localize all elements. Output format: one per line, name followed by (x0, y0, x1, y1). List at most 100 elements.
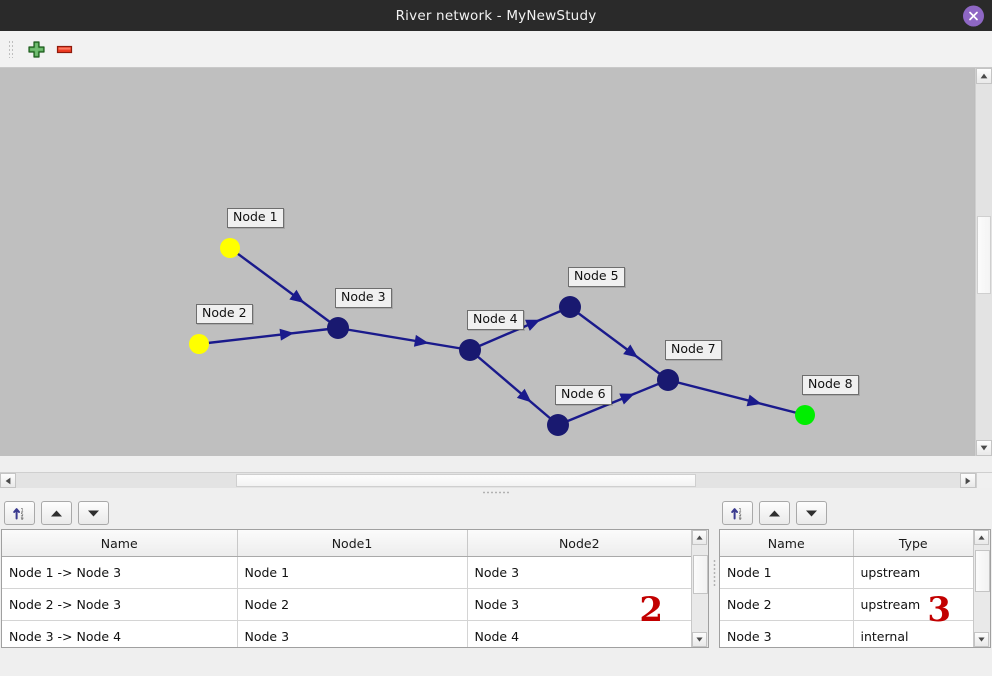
nodes-vscroll-track[interactable] (974, 545, 990, 632)
canvas-vscroll-thumb[interactable] (977, 215, 991, 295)
reaches-vscroll-track[interactable] (692, 545, 708, 632)
table-cell[interactable]: Node 1 (720, 556, 854, 589)
nodes-vertical-scrollbar[interactable] (973, 530, 990, 647)
graph-node-label-node-1[interactable]: Node 1 (227, 208, 284, 228)
graph-node-node-3[interactable] (327, 317, 349, 339)
edge-arrowhead-icon (619, 393, 635, 405)
svg-text:5: 5 (739, 512, 742, 518)
scroll-right-icon[interactable] (960, 473, 976, 488)
table-cell[interactable]: Node 1 -> Node 3 (2, 556, 238, 589)
canvas-hscroll-thumb[interactable] (236, 474, 696, 487)
table-cell[interactable]: Node 2 -> Node 3 (2, 588, 238, 621)
reaches-vscroll-thumb[interactable] (693, 555, 708, 594)
add-plus-icon[interactable] (22, 35, 50, 63)
canvas-vscroll-track[interactable] (976, 84, 992, 440)
table-cell[interactable]: Node 4 (467, 620, 691, 647)
svg-text:1: 1 (739, 507, 742, 513)
edge-arrowhead-icon (623, 344, 638, 358)
canvas-vertical-scrollbar[interactable] (975, 68, 992, 456)
graph-node-label-node-8[interactable]: Node 8 (802, 375, 859, 395)
reaches-vertical-scrollbar[interactable] (691, 530, 708, 647)
table-cell[interactable]: Node 3 (467, 588, 691, 621)
graph-node-label-node-4[interactable]: Node 4 (467, 310, 524, 330)
scroll-down-icon[interactable] (692, 632, 707, 647)
column-header-name[interactable]: Name (2, 530, 238, 557)
table-cell[interactable]: Node 3 (467, 556, 691, 589)
graph-node-node-1[interactable] (220, 238, 240, 258)
table-cell[interactable]: internal (853, 620, 973, 647)
title-bar: River network - MyNewStudy (0, 0, 992, 31)
graph-canvas-area: Node 1 Node 2 Node 3 Node 4 Node 5 Node 6 Node… (0, 68, 992, 472)
scroll-up-icon[interactable] (974, 530, 989, 545)
scroll-up-icon[interactable] (976, 68, 992, 84)
column-header-node2[interactable]: Node2 (467, 530, 691, 557)
column-header-type[interactable]: Type (853, 530, 973, 557)
horizontal-splitter[interactable] (0, 488, 992, 496)
table-cell[interactable]: Node 2 (237, 588, 468, 621)
column-header-node1[interactable]: Node1 (237, 530, 468, 557)
canvas-horizontal-scrollbar[interactable] (0, 472, 976, 488)
graph-node-label-node-7[interactable]: Node 7 (665, 340, 722, 360)
svg-text:9: 9 (21, 516, 24, 521)
graph-node-node-2[interactable] (189, 334, 209, 354)
svg-text:5: 5 (21, 512, 24, 518)
graph-node-node-7[interactable] (657, 369, 679, 391)
reaches-move-up-button[interactable] (41, 501, 72, 525)
table-cell[interactable]: Node 3 (720, 620, 854, 647)
graph-node-node-6[interactable] (547, 414, 569, 436)
reaches-move-down-button[interactable] (78, 501, 109, 525)
table-cell[interactable]: Node 1 (237, 556, 468, 589)
column-header-name[interactable]: Name (720, 530, 854, 557)
graph-node-node-5[interactable] (559, 296, 581, 318)
table-cell[interactable]: upstream (853, 556, 973, 589)
graph-node-node-8[interactable] (795, 405, 815, 425)
graph-node-label-node-6[interactable]: Node 6 (555, 385, 612, 405)
vertical-splitter[interactable] (710, 496, 718, 650)
nodes-move-down-button[interactable] (796, 501, 827, 525)
graph-edge[interactable] (667, 378, 806, 417)
table-cell[interactable]: Node 3 -> Node 4 (2, 620, 238, 647)
svg-text:1: 1 (21, 507, 24, 513)
nodes-sort-button[interactable]: 1 5 9 (722, 501, 753, 525)
graph-edge[interactable] (569, 306, 669, 381)
window-title: River network - MyNewStudy (395, 7, 597, 24)
nodes-vscroll-thumb[interactable] (975, 550, 990, 592)
close-icon[interactable] (963, 5, 984, 26)
graph-node-label-node-5[interactable]: Node 5 (568, 267, 625, 287)
toolbar-grip[interactable] (8, 40, 15, 58)
splitter-grip (712, 559, 716, 587)
table-cell[interactable]: Node 2 (720, 588, 854, 621)
graph-edge[interactable] (469, 349, 559, 426)
graph-edge[interactable] (337, 326, 471, 352)
graph-node-label-node-2[interactable]: Node 2 (196, 304, 253, 324)
scroll-up-icon[interactable] (692, 530, 707, 545)
scroll-down-icon[interactable] (974, 632, 989, 647)
table-cell[interactable]: upstream (853, 588, 973, 621)
canvas-hscroll-row (0, 472, 992, 488)
table-cell[interactable]: Node 3 (237, 620, 468, 647)
network-graph-canvas[interactable]: Node 1 Node 2 Node 3 Node 4 Node 5 Node 6 Node… (0, 68, 975, 456)
nodes-move-up-button[interactable] (759, 501, 790, 525)
scroll-down-icon[interactable] (976, 440, 992, 456)
graph-node-label-node-3[interactable]: Node 3 (335, 288, 392, 308)
scroll-left-icon[interactable] (0, 473, 16, 488)
graph-node-node-4[interactable] (459, 339, 481, 361)
edge-arrowhead-icon (413, 334, 429, 347)
reaches-sort-button[interactable]: 1 5 9 (4, 501, 35, 525)
delete-minus-icon[interactable] (50, 35, 78, 63)
graph-edge[interactable] (198, 326, 339, 346)
splitter-grip (482, 490, 510, 494)
graph-edge[interactable] (229, 247, 339, 329)
graph-edge[interactable] (557, 378, 669, 427)
